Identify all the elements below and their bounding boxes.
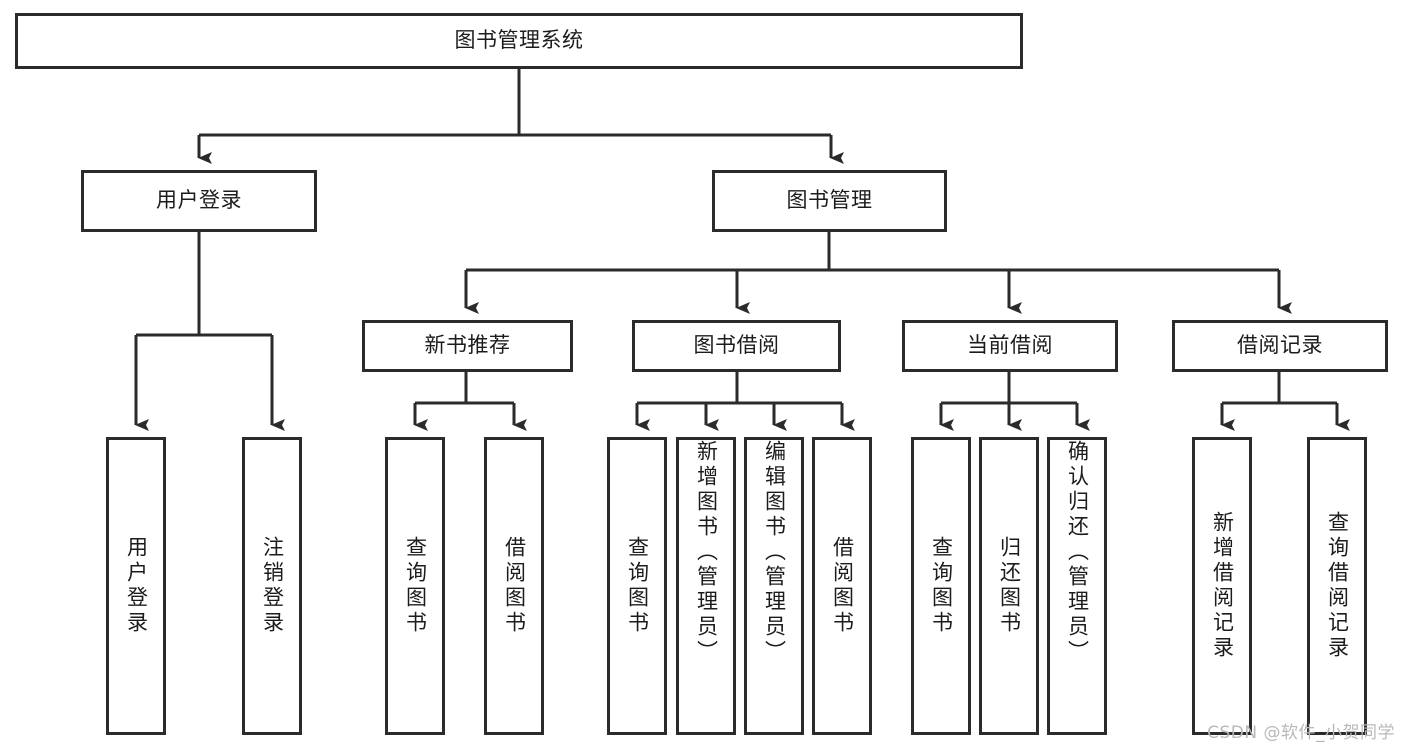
node-user-login[interactable]: 用户登录 (81, 170, 317, 232)
node-label: 新增借阅记录 (1210, 511, 1235, 661)
leaf-add-book-admin[interactable]: 新增图书（管理员） (676, 437, 736, 735)
node-label: 确认归还（管理员） (1065, 440, 1090, 665)
node-borrow-record[interactable]: 借阅记录 (1172, 320, 1388, 372)
node-current-borrow[interactable]: 当前借阅 (902, 320, 1118, 372)
node-label: 借阅图书 (502, 536, 527, 636)
node-label: 用户登录 (124, 536, 149, 636)
leaf-borrow-book-recommend[interactable]: 借阅图书 (484, 437, 544, 735)
node-label: 查询图书 (625, 536, 650, 636)
node-label: 新书推荐 (424, 333, 511, 358)
node-label: 查询图书 (403, 536, 428, 636)
leaf-user-login[interactable]: 用户登录 (106, 437, 166, 735)
node-label: 图书借阅 (693, 333, 780, 358)
node-new-book-recommend[interactable]: 新书推荐 (362, 320, 573, 372)
leaf-edit-book-admin[interactable]: 编辑图书（管理员） (744, 437, 804, 735)
leaf-confirm-return-admin[interactable]: 确认归还（管理员） (1047, 437, 1107, 735)
leaf-query-book-recommend[interactable]: 查询图书 (385, 437, 445, 735)
leaf-borrow-book[interactable]: 借阅图书 (812, 437, 872, 735)
leaf-logout-login[interactable]: 注销登录 (242, 437, 302, 735)
node-label: 新增图书（管理员） (694, 440, 719, 665)
node-label: 图书管理 (786, 188, 873, 213)
node-root-book-management-system[interactable]: 图书管理系统 (15, 13, 1023, 69)
leaf-return-book[interactable]: 归还图书 (979, 437, 1039, 735)
leaf-query-borrow-record[interactable]: 查询借阅记录 (1307, 437, 1367, 735)
node-label: 查询借阅记录 (1325, 511, 1350, 661)
node-label: 归还图书 (997, 536, 1022, 636)
node-label: 用户登录 (156, 188, 242, 213)
node-label: 图书管理系统 (454, 28, 584, 53)
node-label: 当前借阅 (967, 333, 1053, 358)
node-label: 借阅图书 (830, 536, 855, 636)
csdn-watermark: CSDN @软件_小贺同学 (1207, 723, 1395, 743)
node-label: 查询图书 (929, 536, 954, 636)
node-book-borrow[interactable]: 图书借阅 (632, 320, 841, 372)
node-label: 编辑图书（管理员） (762, 440, 787, 665)
node-book-manage[interactable]: 图书管理 (712, 170, 947, 232)
node-label: 注销登录 (260, 536, 285, 636)
leaf-add-borrow-record[interactable]: 新增借阅记录 (1192, 437, 1252, 735)
leaf-query-book-current[interactable]: 查询图书 (911, 437, 971, 735)
node-label: 借阅记录 (1237, 333, 1323, 358)
leaf-query-book-borrow[interactable]: 查询图书 (607, 437, 667, 735)
